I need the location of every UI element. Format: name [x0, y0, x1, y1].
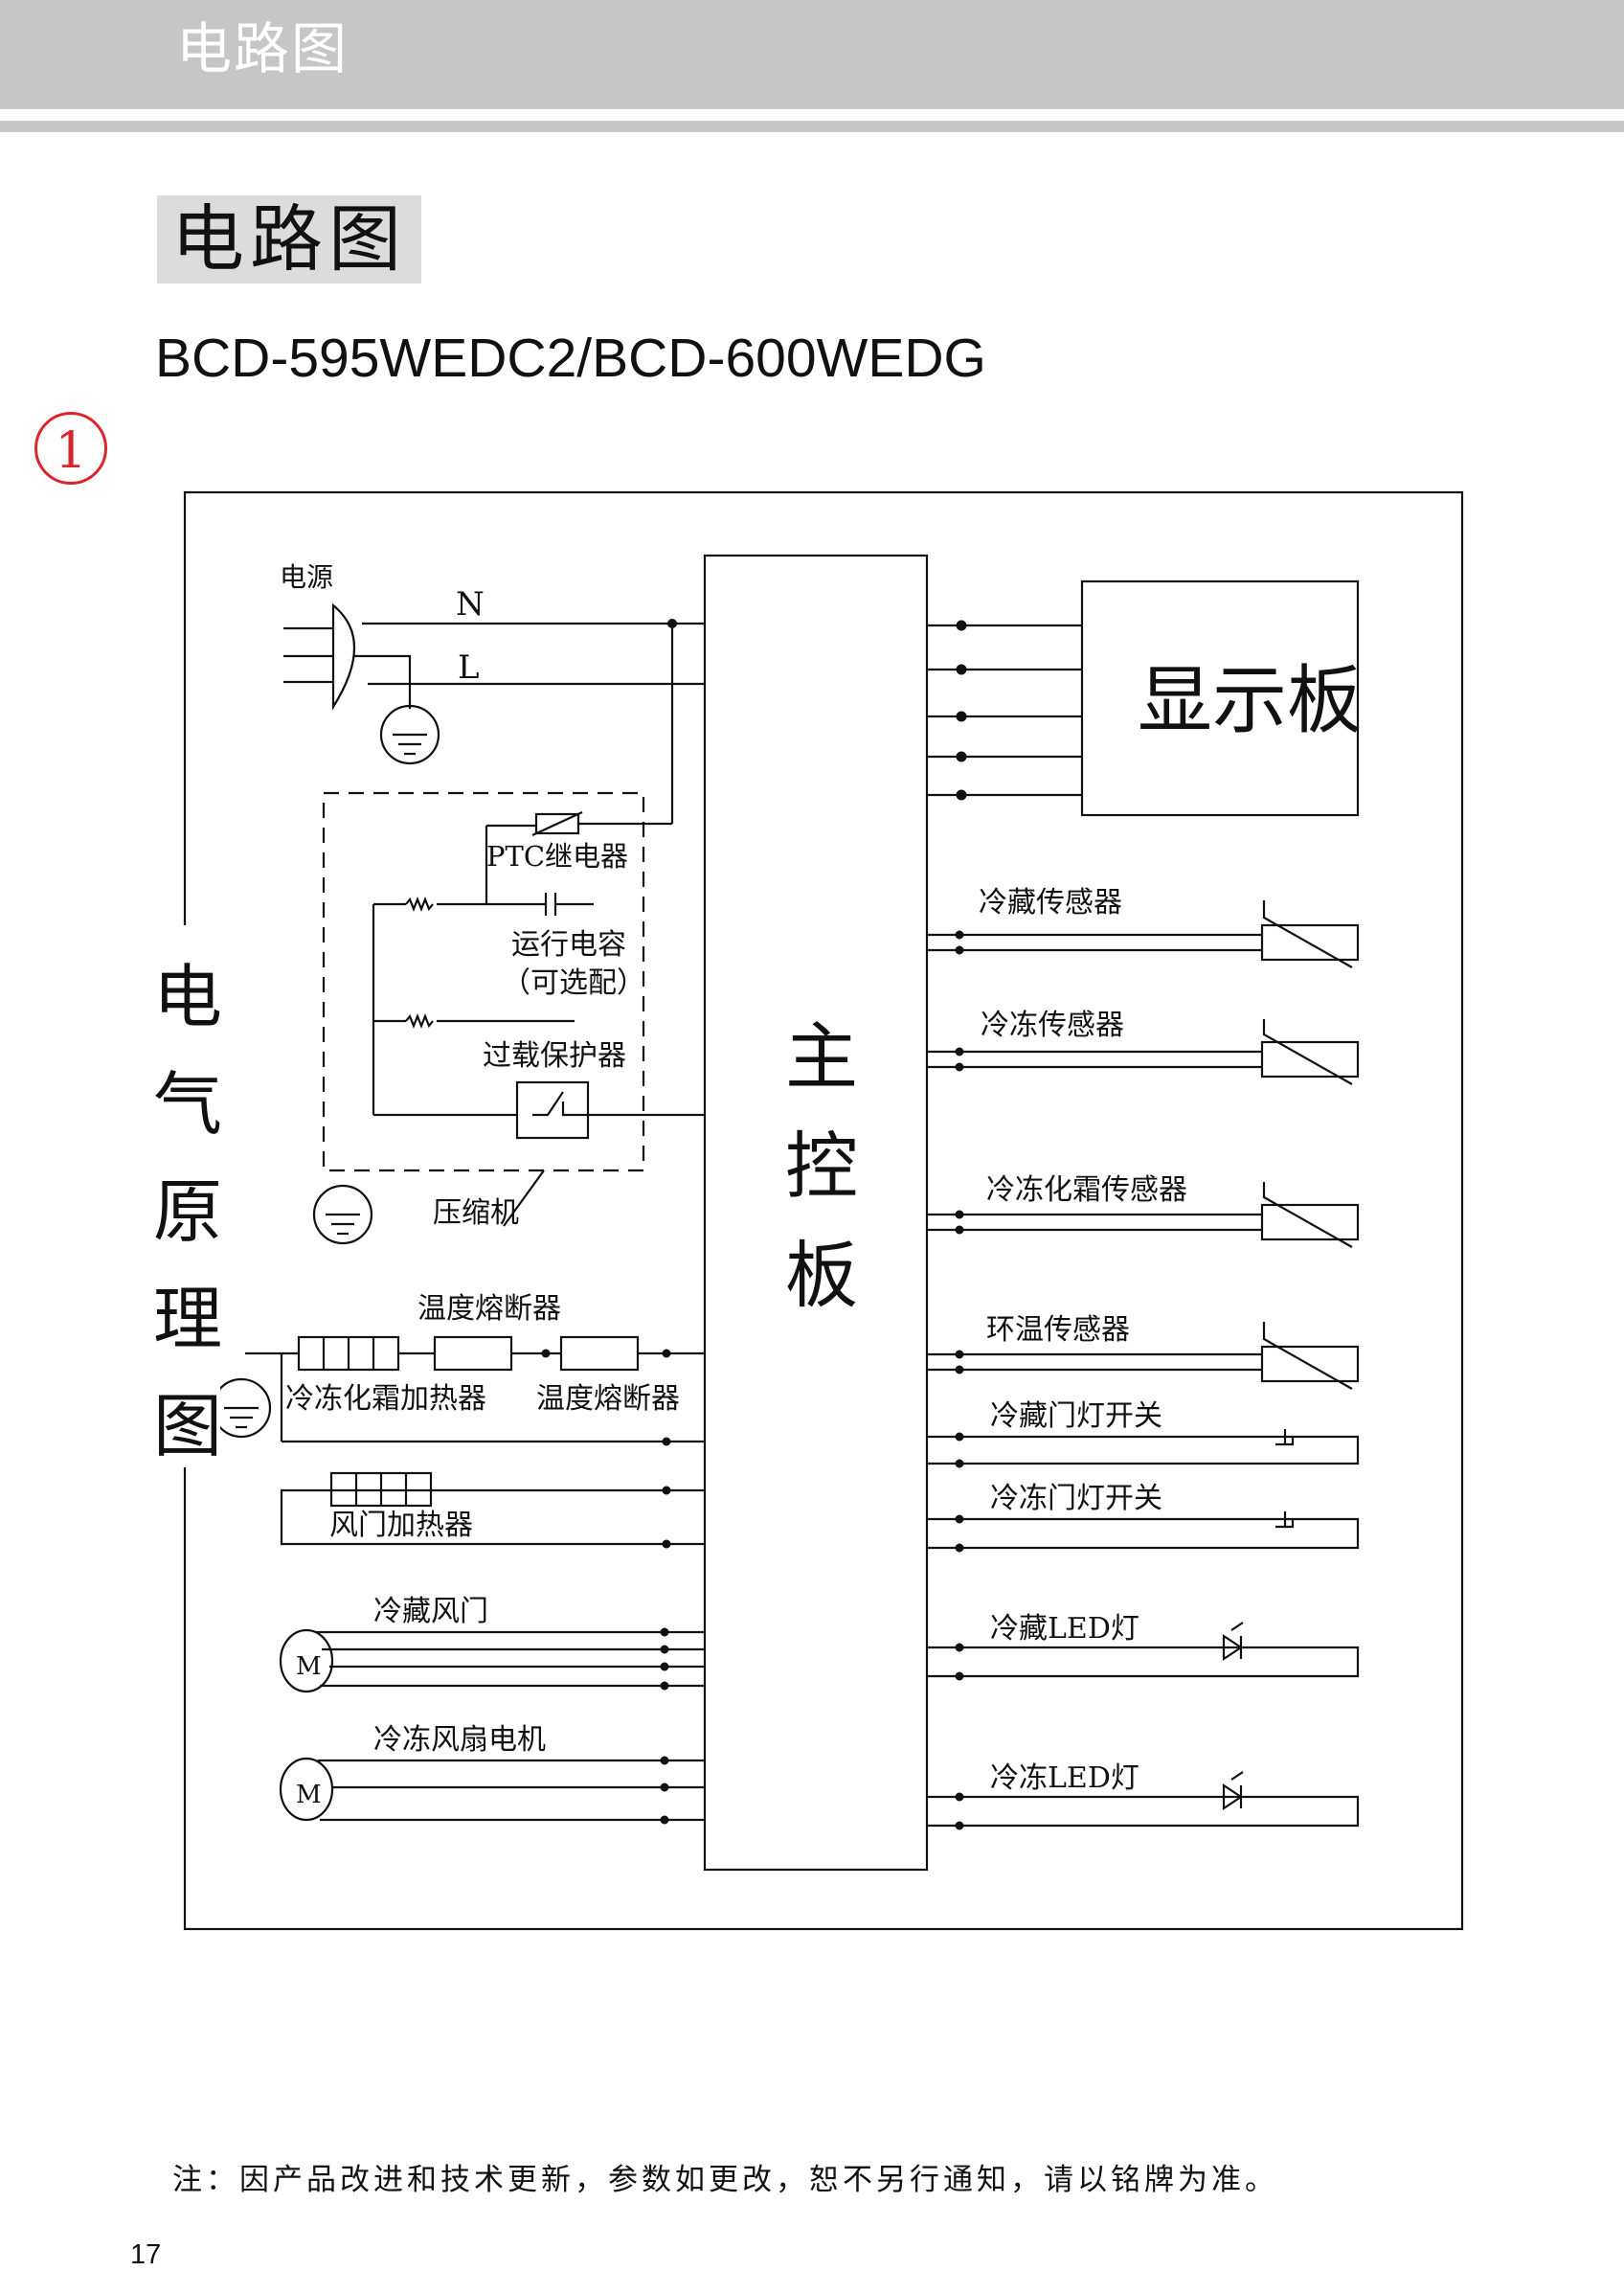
main-board-label-1: 主	[785, 1014, 858, 1100]
section-title: 电路图	[157, 195, 421, 284]
main-board	[703, 554, 929, 1872]
damper-heater-label: 风门加热器	[329, 1509, 473, 1542]
page-header-bar: 电路图	[0, 0, 1624, 109]
fridge-damper-motor	[279, 1628, 705, 1693]
page-number: 17	[130, 2239, 162, 2270]
fridge-led-label: 冷藏LED灯	[990, 1612, 1139, 1646]
power-plug-symbol	[283, 602, 705, 826]
freezer-defrost-sensor-label: 冷冻化霜传感器	[986, 1173, 1187, 1207]
left-title-char-4: 理	[153, 1279, 222, 1359]
freezer-door-switch-circuit	[927, 1511, 1360, 1550]
left-title-backing	[151, 925, 220, 1467]
damper-heater-circuit	[280, 1471, 705, 1546]
compressor-wiring	[372, 893, 705, 1140]
freezer-fan-motor	[279, 1757, 705, 1822]
temp-fuse-top-label: 温度熔断器	[417, 1292, 561, 1326]
display-board-label: 显示板	[1138, 658, 1362, 744]
compressor-label: 压缩机	[433, 1196, 519, 1230]
freezer-led-label: 冷冻LED灯	[990, 1761, 1139, 1795]
display-board-wires	[927, 624, 1082, 797]
motor-symbol-1: M	[296, 1652, 322, 1681]
motor-symbol-2: M	[296, 1781, 322, 1809]
left-title-char-1: 电	[153, 957, 222, 1037]
ambient-sensor-label: 环温传感器	[986, 1313, 1130, 1347]
ptc-relay-symbol	[485, 811, 583, 904]
freezer-sensor-label: 冷冻传感器	[981, 1009, 1124, 1042]
defrost-heater-circuit	[245, 1335, 705, 1443]
left-title-char-2: 气	[153, 1064, 222, 1145]
compressor-ground-symbol	[312, 1184, 373, 1245]
circled-section-number: 1	[34, 412, 107, 485]
temp-fuse-bottom-label: 温度熔断器	[536, 1382, 680, 1416]
fridge-sensor-circuit	[927, 900, 1360, 968]
left-title-char-5: 图	[153, 1386, 222, 1466]
fridge-damper-label: 冷藏风门	[373, 1595, 488, 1628]
fridge-sensor-label: 冷藏传感器	[979, 886, 1122, 920]
freezer-sensor-circuit	[927, 1019, 1360, 1085]
neutral-label: N	[456, 585, 485, 624]
ambient-sensor-circuit	[927, 1322, 1360, 1390]
freezer-defrost-sensor-circuit	[927, 1182, 1360, 1248]
model-number: BCD-595WEDC2/BCD-600WEDG	[155, 328, 986, 389]
freezer-fan-label: 冷冻风扇电机	[373, 1723, 546, 1757]
footer-note: 注：因产品改进和技术更新，参数如更改，恕不另行通知，请以铭牌为准。	[172, 2163, 1278, 2197]
display-board	[1080, 579, 1360, 817]
overload-label: 过载保护器	[483, 1039, 626, 1073]
overload-protector-symbol	[515, 1080, 590, 1140]
freezer-led-circuit	[927, 1771, 1360, 1828]
fridge-led-circuit	[927, 1622, 1360, 1678]
compressor-leader	[503, 1170, 545, 1227]
fridge-door-switch-circuit	[927, 1429, 1360, 1465]
header-rule	[0, 121, 1624, 132]
header-title: 电路图	[176, 16, 350, 81]
left-title-char-3: 原	[153, 1171, 222, 1252]
run-capacitor-label: 运行电容	[511, 928, 626, 962]
plug-ground-symbol	[379, 704, 440, 765]
compressor-box	[322, 791, 645, 1172]
main-board-label-2: 控	[785, 1124, 858, 1209]
main-board-label-3: 板	[785, 1233, 858, 1318]
junction-dots	[541, 619, 967, 1830]
ptc-relay-label: PTC继电器	[486, 840, 628, 873]
fridge-door-switch-label: 冷藏门灯开关	[990, 1399, 1162, 1433]
freezer-door-switch-label: 冷冻门灯开关	[990, 1482, 1162, 1515]
defrost-heater-label: 冷冻化霜加热器	[285, 1382, 486, 1416]
power-label: 电源	[280, 561, 333, 593]
live-label: L	[458, 648, 480, 687]
run-capacitor-note: （可选配）	[502, 966, 645, 1000]
